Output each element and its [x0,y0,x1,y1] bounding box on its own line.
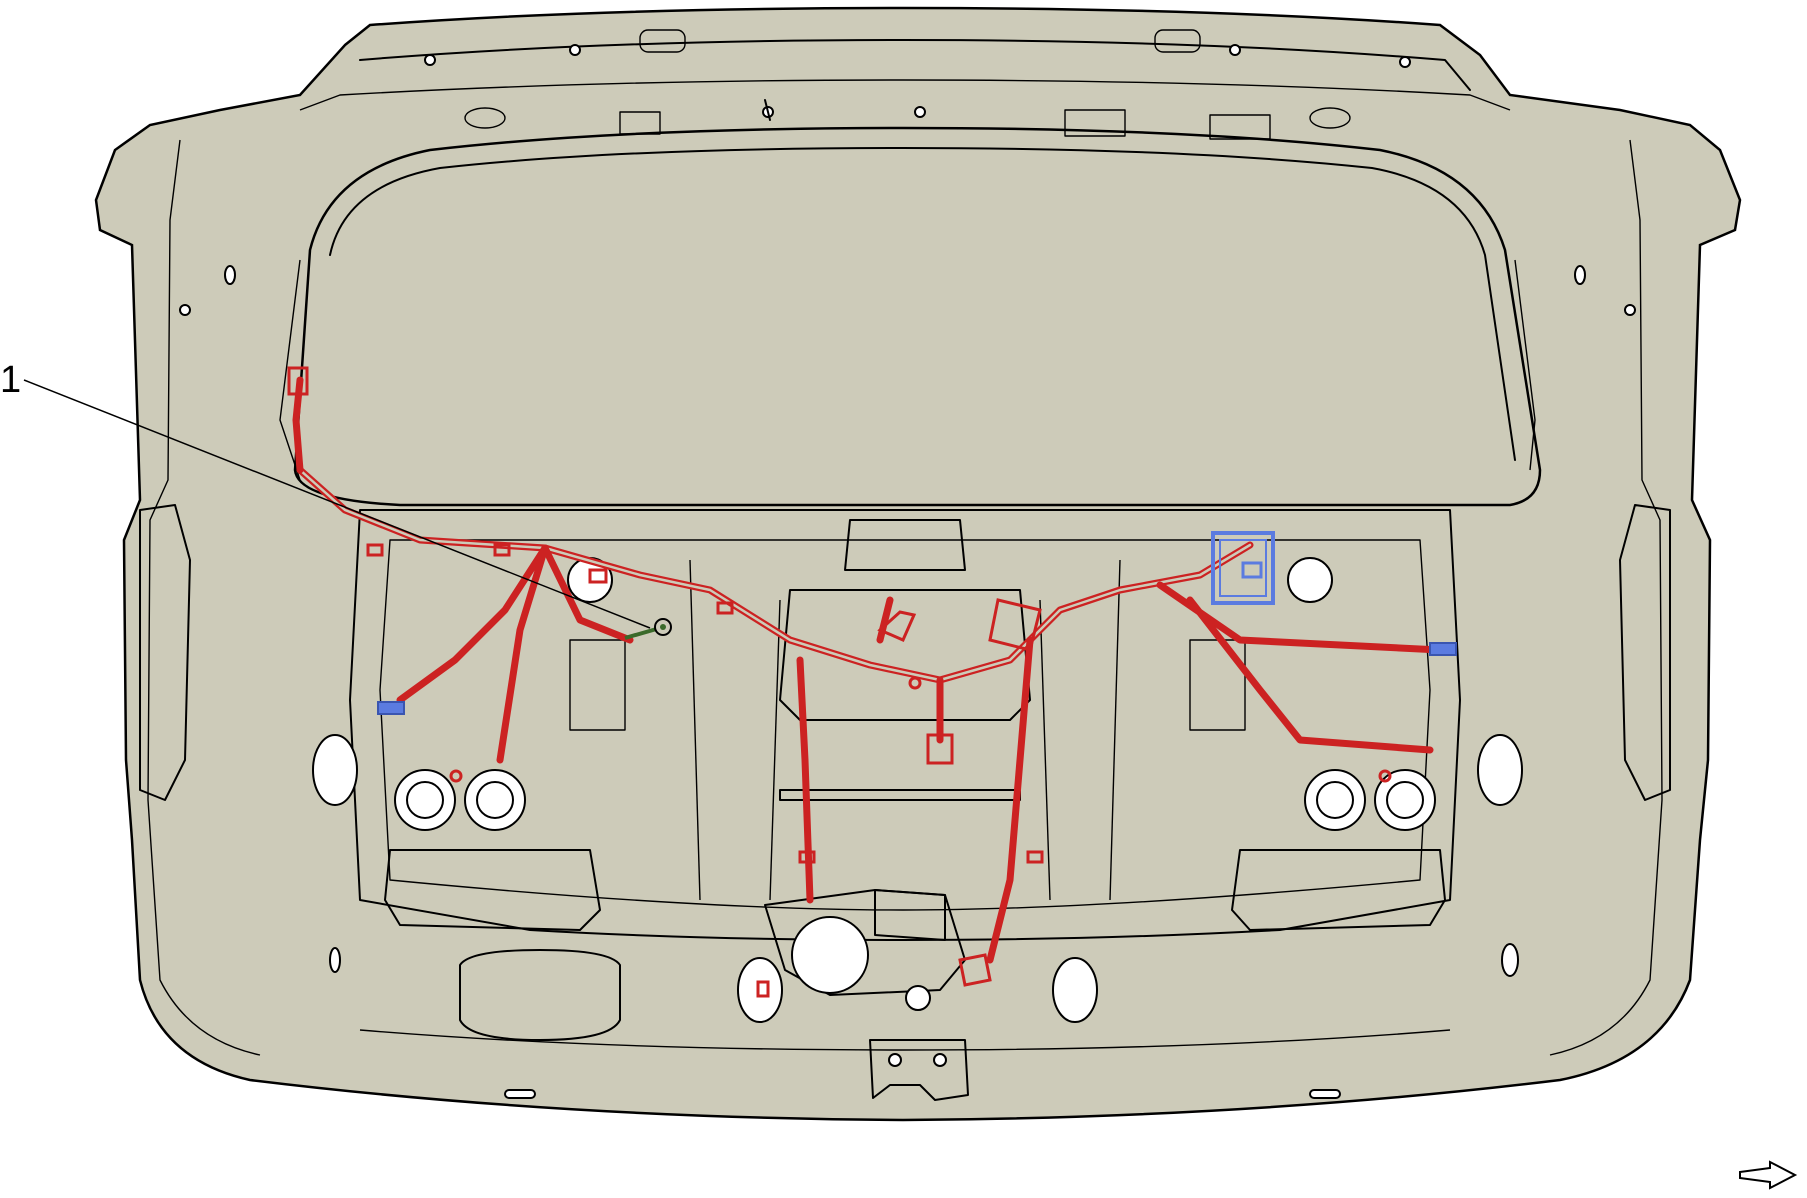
side-channels [139,504,1671,801]
grommets [312,557,1523,1023]
panel-top-rim-inner [299,79,1511,111]
callout-label-1: 1 [0,359,21,401]
wiring-harness [287,366,1444,998]
connector-center-right [988,598,1042,652]
upper-center-handle [844,519,966,571]
lower-frame-inner [379,539,1431,911]
window-seal-right [1514,259,1536,471]
vertical-ribs [569,559,1246,901]
callout-leader-1 [23,379,651,629]
lower-frame [349,509,1461,941]
lower-pockets [384,849,1446,1041]
center-garnish [779,589,1031,721]
window-seal-left [279,259,301,481]
panel-right-rim [1549,139,1663,1056]
window-opening [293,126,1542,507]
bottom-edge [329,943,1519,1099]
connector-left-blue [377,701,405,715]
view-direction-arrow-icon [1739,1160,1798,1190]
panel-top-rim [359,39,1471,91]
blue-connectors [377,531,1457,715]
connector-center-low [926,733,954,765]
ground-stud [624,618,672,640]
top-hardware [424,29,1411,140]
window-inner-edge [329,147,1516,461]
latch-assembly [869,1039,969,1101]
module-connector [1211,531,1275,605]
wiper-motor [764,889,966,1011]
connector-upper-left [287,366,309,396]
side-holes [179,265,1636,316]
panel-left-rim [147,139,261,1056]
connector-right-blue [1429,642,1457,656]
